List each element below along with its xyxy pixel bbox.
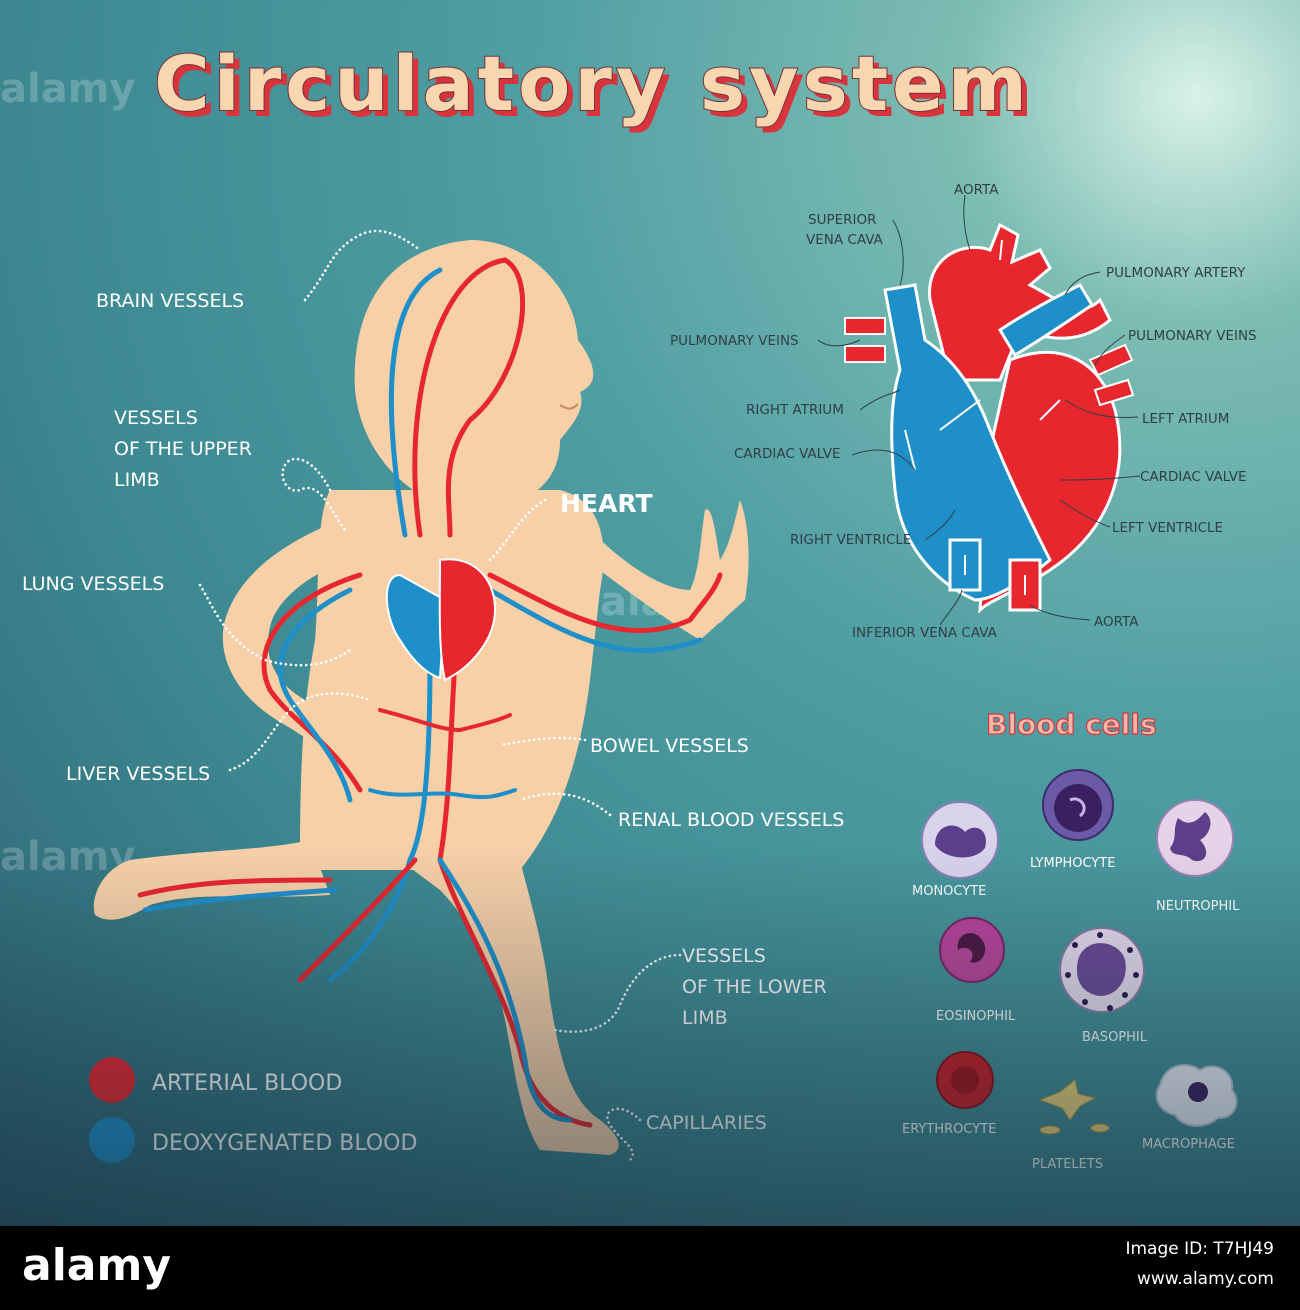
label-left-ventricle: LEFT VENTRICLE bbox=[1112, 520, 1223, 536]
legend-label-deoxygenated: DEOXYGENATED BLOOD bbox=[152, 1131, 417, 1156]
svg-text:Circulatory system: Circulatory system bbox=[160, 45, 1037, 134]
blood-cells-panel: Blood cells MONOCYTE LYMPHOCYTE NEUTROPH… bbox=[902, 707, 1240, 1172]
page-title: Circulatory system Circulatory system bbox=[153, 38, 1037, 134]
label-upper-limb-1: VESSELS bbox=[114, 407, 198, 429]
label-erythrocyte: ERYTHROCYTE bbox=[902, 1122, 996, 1137]
legend: ARTERIAL BLOOD DEOXYGENATED BLOOD bbox=[89, 1057, 417, 1163]
label-brain-vessels: BRAIN VESSELS bbox=[96, 290, 244, 312]
label-macrophage: MACROPHAGE bbox=[1142, 1137, 1235, 1152]
label-lymphocyte: LYMPHOCYTE bbox=[1030, 856, 1115, 871]
heart-diagram: AORTA SUPERIOR VENA CAVA PULMONARY ARTER… bbox=[670, 182, 1257, 641]
image-id: Image ID: T7HJ49 bbox=[1125, 1239, 1274, 1259]
heart-leader-lines bbox=[817, 194, 1141, 626]
platelets-cell bbox=[1038, 1079, 1110, 1135]
blood-cells-title: Blood cells bbox=[986, 708, 1157, 741]
label-pulmonary-veins-left: PULMONARY VEINS bbox=[670, 333, 799, 349]
eosinophil-cell bbox=[939, 917, 1005, 983]
label-capillaries: CAPILLARIES bbox=[646, 1112, 767, 1134]
label-right-ventricle: RIGHT VENTRICLE bbox=[790, 532, 911, 548]
label-lower-limb-2: OF THE LOWER bbox=[682, 976, 827, 998]
label-lung-vessels: LUNG VESSELS bbox=[22, 573, 164, 595]
watermark: alamy bbox=[0, 66, 135, 112]
label-lower-limb-1: VESSELS bbox=[682, 945, 766, 967]
macrophage-cell bbox=[1155, 1064, 1238, 1127]
label-pulmonary-veins-right: PULMONARY VEINS bbox=[1128, 328, 1257, 344]
body-vessels bbox=[137, 257, 723, 1128]
label-superior-vena-cava-1: SUPERIOR bbox=[808, 212, 877, 228]
label-cardiac-valve-right: CARDIAC VALVE bbox=[1140, 469, 1247, 485]
legend-swatch-deoxygenated bbox=[89, 1117, 135, 1163]
label-basophil: BASOPHIL bbox=[1082, 1030, 1148, 1045]
label-heart: HEART bbox=[560, 489, 653, 518]
body-labels: BRAIN VESSELS VESSELS OF THE UPPER LIMB … bbox=[22, 290, 844, 1134]
label-upper-limb-2: OF THE UPPER bbox=[114, 438, 252, 460]
erythrocyte-cell bbox=[936, 1051, 994, 1109]
infographic-poster: alamy alamy alamy Circulatory system Cir… bbox=[0, 0, 1300, 1226]
label-left-atrium: LEFT ATRIUM bbox=[1142, 411, 1229, 427]
image-info: Image ID: T7HJ49 www.alamy.com bbox=[1125, 1234, 1274, 1294]
label-pulmonary-artery: PULMONARY ARTERY bbox=[1106, 265, 1246, 281]
label-renal-vessels: RENAL BLOOD VESSELS bbox=[618, 809, 844, 831]
label-cardiac-valve-left: CARDIAC VALVE bbox=[734, 446, 841, 462]
label-aorta-bottom: AORTA bbox=[1094, 614, 1139, 630]
label-lower-limb-3: LIMB bbox=[682, 1007, 728, 1029]
lymphocyte-cell bbox=[1042, 769, 1114, 841]
svg-text:Circulatory system: Circulatory system bbox=[154, 39, 1031, 128]
label-right-atrium: RIGHT ATRIUM bbox=[746, 402, 844, 418]
label-bowel-vessels: BOWEL VESSELS bbox=[590, 735, 749, 757]
basophil-cell bbox=[1059, 927, 1145, 1013]
label-neutrophil: NEUTROPHIL bbox=[1156, 899, 1240, 914]
face-smile bbox=[559, 403, 579, 410]
watermark-footer: alamy Image ID: T7HJ49 www.alamy.com bbox=[0, 1226, 1300, 1310]
leader-lines bbox=[198, 229, 682, 1162]
legend-label-arterial: ARTERIAL BLOOD bbox=[152, 1071, 342, 1096]
body-heart bbox=[385, 558, 497, 682]
legend-swatch-arterial bbox=[89, 1057, 135, 1103]
label-superior-vena-cava-2: VENA CAVA bbox=[806, 232, 884, 248]
site-url: www.alamy.com bbox=[1136, 1269, 1274, 1289]
label-aorta-top: AORTA bbox=[954, 182, 999, 198]
label-eosinophil: EOSINOPHIL bbox=[936, 1009, 1016, 1024]
circulatory-diagram: alamy alamy alamy Circulatory system Cir… bbox=[0, 38, 1257, 1172]
label-upper-limb-3: LIMB bbox=[114, 469, 160, 491]
monocyte-cell bbox=[921, 801, 999, 879]
label-liver-vessels: LIVER VESSELS bbox=[66, 763, 210, 785]
label-platelets: PLATELETS bbox=[1032, 1157, 1103, 1172]
alamy-logo: alamy bbox=[22, 1240, 171, 1291]
label-monocyte: MONOCYTE bbox=[912, 884, 986, 899]
neutrophil-cell bbox=[1156, 799, 1234, 877]
label-inferior-vena-cava: INFERIOR VENA CAVA bbox=[852, 625, 998, 641]
